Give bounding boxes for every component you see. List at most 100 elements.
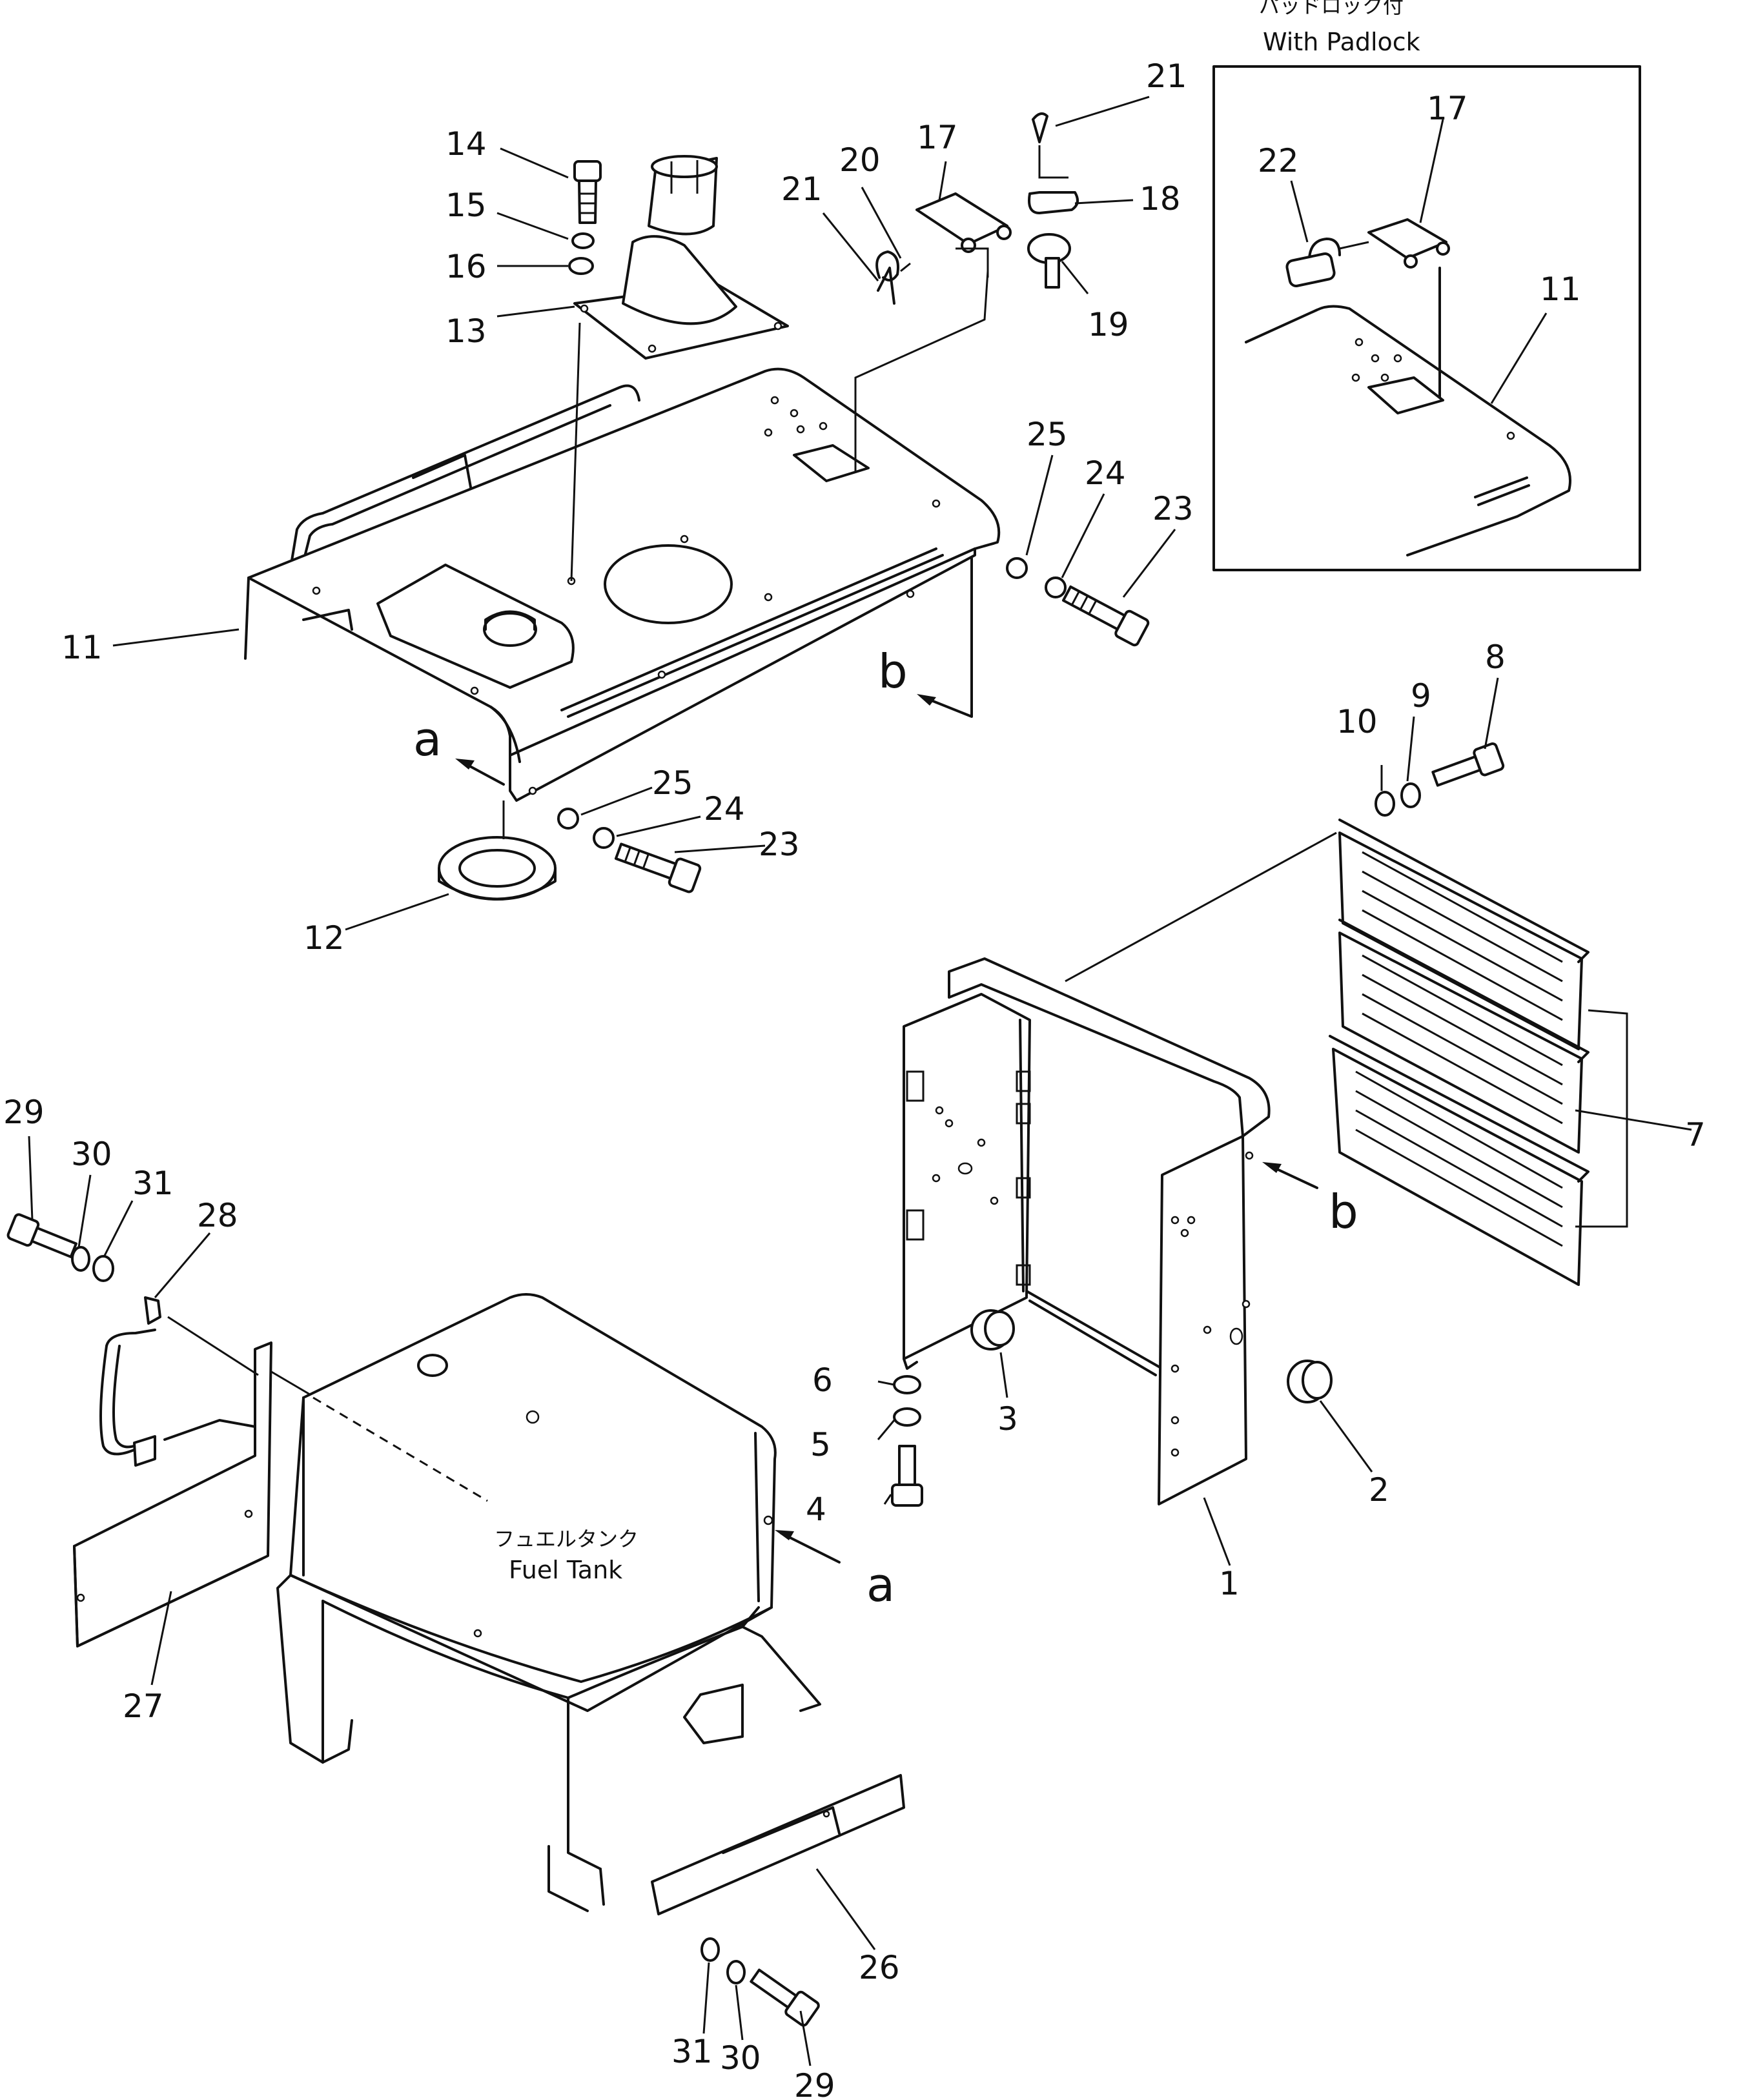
part-31-washer-left bbox=[92, 1255, 114, 1282]
label-24-right: 24 bbox=[1085, 454, 1126, 492]
label-20: 20 bbox=[839, 141, 881, 179]
label-4: 4 bbox=[806, 1491, 826, 1528]
part-4-bolt bbox=[891, 1445, 923, 1507]
part-23-bolt-right bbox=[1061, 585, 1150, 647]
part-21-clip-left bbox=[877, 267, 895, 305]
tank-stand bbox=[276, 1574, 324, 1764]
part-10-washer bbox=[1375, 791, 1395, 817]
part-14-bolt bbox=[573, 160, 602, 224]
label-1: 1 bbox=[1219, 1565, 1240, 1602]
label-inset-22: 22 bbox=[1258, 142, 1299, 179]
part-29-bolt-bottom bbox=[750, 1968, 820, 2027]
view-b-line bbox=[922, 557, 973, 718]
padlock-inset: パッドロック付 With Padlock 22 17 bbox=[1212, 0, 1641, 571]
part-1-side-plate bbox=[1158, 1135, 1247, 1505]
part-6-washer bbox=[893, 1375, 921, 1394]
tank-label-en: Fuel Tank bbox=[509, 1556, 622, 1584]
part-23-bolt-left bbox=[614, 842, 702, 893]
part-16-washer bbox=[568, 257, 594, 275]
part-30-washer-bottom bbox=[726, 1960, 746, 1984]
leader-inset-22 bbox=[1290, 180, 1309, 243]
part-9-washer bbox=[1400, 782, 1421, 808]
exhaust-opening bbox=[483, 612, 537, 647]
view-label-a-top: a bbox=[413, 712, 442, 766]
label-28: 28 bbox=[197, 1197, 238, 1234]
leader-inset-17 bbox=[1419, 119, 1444, 223]
label-15: 15 bbox=[445, 187, 487, 224]
label-18: 18 bbox=[1140, 180, 1181, 218]
padlock bbox=[1285, 238, 1341, 287]
label-8: 8 bbox=[1485, 638, 1506, 676]
inset-caption-ja: パッドロック付 bbox=[1259, 0, 1404, 18]
label-14: 14 bbox=[445, 125, 487, 163]
top-cover-assembly: a b bbox=[61, 57, 1194, 957]
handrail bbox=[289, 384, 640, 569]
part-5-washer bbox=[893, 1407, 921, 1427]
label-23-left: 23 bbox=[759, 826, 800, 863]
part-15-washer bbox=[571, 232, 595, 249]
inset-frame bbox=[1212, 65, 1641, 571]
part-24-washer-left bbox=[593, 827, 615, 849]
label-24-left: 24 bbox=[704, 790, 745, 828]
label-25-right: 25 bbox=[1027, 416, 1068, 453]
frame-left-panel bbox=[903, 993, 1031, 1360]
label-19: 19 bbox=[1088, 306, 1129, 343]
inset-cover-outline bbox=[1245, 305, 1571, 556]
tank-label-ja: フュエルタンク bbox=[494, 1527, 639, 1551]
part-21-clip-top bbox=[1032, 112, 1048, 143]
label-3: 3 bbox=[997, 1400, 1018, 1438]
label-7: 7 bbox=[1685, 1116, 1706, 1154]
view-label-b-frame: b bbox=[1329, 1185, 1358, 1239]
part-7-screen-bottom bbox=[1329, 1035, 1590, 1286]
label-12: 12 bbox=[303, 919, 345, 957]
part-2-bushing bbox=[1287, 1360, 1333, 1403]
part-20-spring bbox=[875, 250, 899, 281]
label-31-left: 31 bbox=[132, 1165, 174, 1202]
label-29-left: 29 bbox=[3, 1094, 45, 1131]
part-7-screen-top bbox=[1338, 819, 1590, 1050]
part-29-bolt-left bbox=[6, 1213, 77, 1258]
part-30-washer-left bbox=[71, 1246, 90, 1272]
label-31-bottom: 31 bbox=[671, 2033, 713, 2070]
fuel-filler-cap bbox=[417, 1354, 448, 1377]
label-9: 9 bbox=[1411, 677, 1431, 715]
part-25-washer-left bbox=[557, 808, 579, 830]
part-3-bushing bbox=[970, 1309, 1015, 1351]
leader-inset-11 bbox=[1490, 312, 1548, 404]
part-7-screen-mid bbox=[1338, 919, 1590, 1154]
label-inset-17: 17 bbox=[1427, 90, 1468, 127]
cover-holes bbox=[312, 396, 941, 795]
part-31-washer-bottom bbox=[700, 1937, 720, 1962]
label-17: 17 bbox=[917, 119, 958, 156]
inset-caption-en: With Padlock bbox=[1263, 28, 1420, 56]
label-13: 13 bbox=[445, 312, 487, 350]
inset-hasp bbox=[1367, 218, 1447, 260]
part-24-washer-right bbox=[1045, 576, 1067, 598]
label-6: 6 bbox=[812, 1361, 833, 1399]
part-28-handle bbox=[99, 1345, 137, 1456]
fuel-tank-assembly: フュエルタンク Fuel Tank a bbox=[3, 1094, 905, 2100]
label-26: 26 bbox=[859, 1949, 900, 1986]
part-17-hasp bbox=[915, 192, 1008, 245]
label-23-right: 23 bbox=[1152, 490, 1194, 527]
view-label-a-tank: a bbox=[866, 1558, 895, 1612]
label-11: 11 bbox=[61, 629, 103, 666]
fuel-tank-body bbox=[289, 1293, 777, 1712]
inset-cover-groove bbox=[1474, 476, 1528, 498]
inset-lock-plate bbox=[1367, 376, 1444, 414]
part-13-duct bbox=[622, 235, 737, 325]
cover-inspection-lid bbox=[793, 444, 870, 482]
label-10: 10 bbox=[1336, 703, 1378, 740]
label-21-top: 21 bbox=[1146, 57, 1187, 95]
cover-round-opening bbox=[604, 544, 733, 624]
label-30-left: 30 bbox=[71, 1136, 112, 1173]
part-8-bolt bbox=[1431, 742, 1505, 787]
label-16: 16 bbox=[445, 248, 487, 285]
label-25-left: 25 bbox=[652, 764, 693, 802]
view-label-b-top: b bbox=[878, 644, 908, 698]
label-29-bottom: 29 bbox=[794, 2067, 835, 2100]
label-2: 2 bbox=[1369, 1471, 1389, 1509]
label-27: 27 bbox=[123, 1687, 164, 1725]
label-inset-11: 11 bbox=[1540, 270, 1581, 308]
